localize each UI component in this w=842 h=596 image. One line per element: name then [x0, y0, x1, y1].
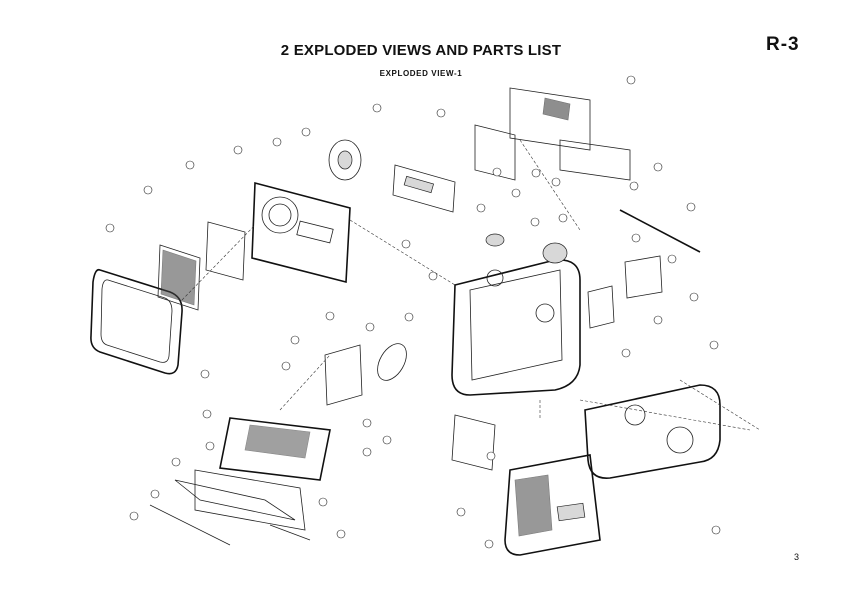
assembly-guide-lines	[181, 139, 761, 431]
battery-door	[587, 255, 663, 329]
small-pcb	[451, 414, 496, 471]
assembled-radio	[504, 384, 721, 556]
rear-bracket	[324, 344, 363, 406]
page-code: R-3	[766, 34, 800, 55]
page-number: 3	[794, 552, 800, 562]
front-bezel-frame	[90, 268, 183, 375]
antenna	[619, 209, 701, 253]
clear-panel	[205, 221, 246, 281]
speaker-grille	[157, 244, 201, 311]
bottom-plate	[149, 469, 311, 546]
top-cover-plates	[474, 87, 631, 181]
main-pcb	[219, 417, 331, 481]
speaker-driver	[328, 139, 362, 181]
ferrite-bar	[377, 343, 407, 381]
front-panel	[251, 181, 351, 284]
main-housing	[451, 233, 581, 396]
display-board	[392, 164, 456, 213]
section-subtitle: EXPLODED VIEW-1	[379, 69, 463, 78]
callout-markers	[105, 75, 721, 549]
page-title: 2 EXPLODED VIEWS AND PARTS LIST	[280, 42, 562, 59]
